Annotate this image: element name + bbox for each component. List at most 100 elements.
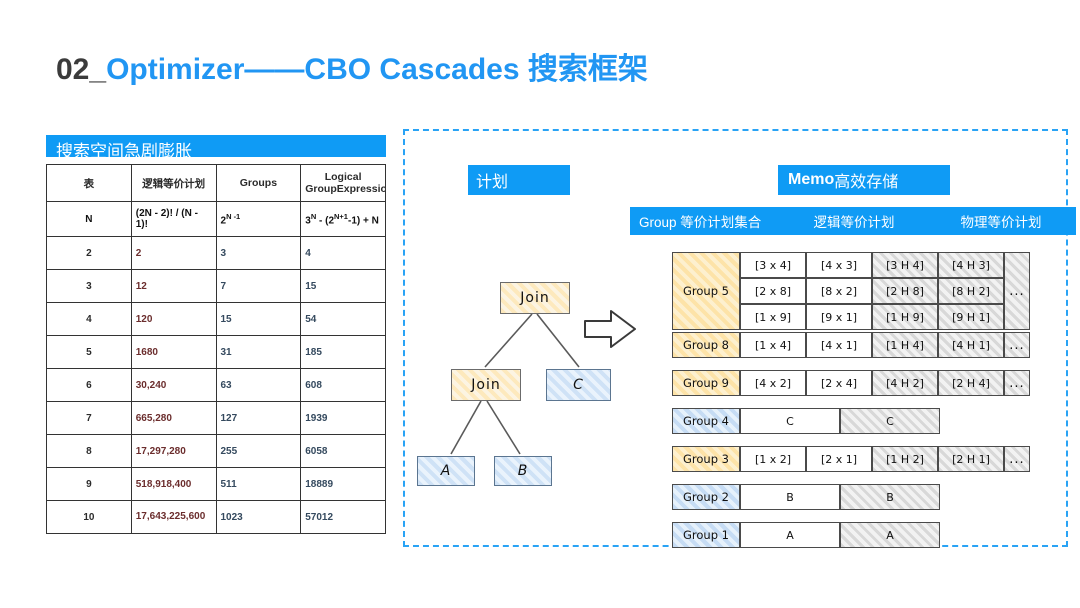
memo-tag: Memo 高效存储: [778, 165, 950, 195]
memo-tag-rest: 高效存储: [834, 174, 899, 191]
cell-tables: 8: [46, 434, 132, 468]
tree-node-join-child[interactable]: Join: [451, 369, 521, 401]
memo-physical-expression[interactable]: [9 H 1]: [938, 304, 1004, 330]
cell-group-expression: 6058: [300, 434, 386, 468]
cell-group-expression: 4: [300, 236, 386, 270]
memo-physical-expression[interactable]: B: [840, 484, 940, 510]
cell-groups: 3: [215, 236, 302, 270]
memo-group-label[interactable]: Group 2: [672, 484, 740, 510]
memo-group-label[interactable]: Group 8: [672, 332, 740, 358]
memo-more-ellipsis[interactable]: ...: [1004, 446, 1030, 472]
memo-row: Group 3[1 x 2][2 x 1][1 H 2][2 H 1]...: [672, 446, 1030, 472]
memo-physical-expression[interactable]: [2 H 4]: [938, 370, 1004, 396]
memo-row: Group 8[1 x 4][4 x 1][1 H 4][4 H 1]...: [672, 332, 1030, 358]
cell-group-expression: 57012: [300, 500, 386, 534]
memo-cell-row: [1 x 2][2 x 1][1 H 2][2 H 1]: [740, 446, 1004, 472]
plan-tree: Join Join C A B: [403, 129, 693, 547]
memo-logical-expression[interactable]: [1 x 4]: [740, 332, 806, 358]
cell-groups: 255: [215, 434, 302, 468]
memo-logical-expression[interactable]: [4 x 1]: [806, 332, 872, 358]
cell-tables: 2: [46, 236, 132, 270]
col-header-logical-plans: 逻辑等价计划: [130, 164, 217, 202]
memo-group-label[interactable]: Group 9: [672, 370, 740, 396]
memo-logical-expression[interactable]: B: [740, 484, 840, 510]
memo-logical-expression[interactable]: [2 x 1]: [806, 446, 872, 472]
memo-logical-expression[interactable]: [4 x 3]: [806, 252, 872, 278]
memo-physical-expression[interactable]: [1 H 2]: [872, 446, 938, 472]
memo-physical-expression[interactable]: [3 H 4]: [872, 252, 938, 278]
col-header-tables: 表: [46, 164, 132, 202]
memo-more-ellipsis[interactable]: ...: [1004, 252, 1030, 330]
memo-physical-expression[interactable]: [2 H 8]: [872, 278, 938, 304]
memo-physical-expression[interactable]: [4 H 1]: [938, 332, 1004, 358]
right-arrow-icon: [584, 310, 636, 348]
tree-node-c[interactable]: C: [546, 369, 611, 401]
memo-cell-row: [4 x 2][2 x 4][4 H 2][2 H 4]: [740, 370, 1004, 396]
cell-tables: 10: [46, 500, 132, 534]
cell-logical-plans: 17,643,225,600: [130, 500, 217, 534]
memo-physical-expression[interactable]: [2 H 1]: [938, 446, 1004, 472]
tree-node-join-root[interactable]: Join: [500, 282, 570, 314]
memo-physical-expression[interactable]: [4 H 2]: [872, 370, 938, 396]
memo-physical-expression[interactable]: A: [840, 522, 940, 548]
cell-group-expression: 1939: [300, 401, 386, 435]
tree-node-b[interactable]: B: [494, 456, 552, 486]
search-space-header: 搜索空间急剧膨胀: [46, 135, 386, 161]
memo-group-label[interactable]: Group 5: [672, 252, 740, 330]
memo-more-ellipsis[interactable]: ...: [1004, 332, 1030, 358]
cell-logical-plans: 665,280: [130, 401, 217, 435]
memo-group-label[interactable]: Group 4: [672, 408, 740, 434]
cell-groups: 2N -1: [215, 201, 302, 237]
memo-logical-expression[interactable]: [8 x 2]: [806, 278, 872, 304]
memo-logical-expression[interactable]: [2 x 8]: [740, 278, 806, 304]
page-title: 02_Optimizer——CBO Cascades 搜索框架: [56, 44, 648, 88]
cell-tables: 9: [46, 467, 132, 501]
memo-logical-expression[interactable]: [9 x 1]: [806, 304, 872, 330]
memo-logical-expression[interactable]: [4 x 2]: [740, 370, 806, 396]
memo-more-ellipsis[interactable]: ...: [1004, 370, 1030, 396]
cell-logical-plans: 1680: [130, 335, 217, 369]
memo-physical-expression[interactable]: C: [840, 408, 940, 434]
memo-group-label[interactable]: Group 3: [672, 446, 740, 472]
memo-physical-expression[interactable]: [1 H 9]: [872, 304, 938, 330]
memo-cell-row: [2 x 8][8 x 2][2 H 8][8 H 2]: [740, 278, 1004, 304]
bar-physical-label: 物理等价计划: [937, 207, 1065, 235]
memo-cell-grid: [4 x 2][2 x 4][4 H 2][2 H 4]: [740, 370, 1004, 396]
cell-group-expression: 3N - (2N+1-1) + N: [300, 201, 386, 237]
memo-logical-expression[interactable]: [2 x 4]: [806, 370, 872, 396]
memo-cell-row: [1 x 4][4 x 1][1 H 4][4 H 1]: [740, 332, 1004, 358]
tree-node-a[interactable]: A: [417, 456, 475, 486]
cell-group-expression: 18889: [300, 467, 386, 501]
memo-logical-expression[interactable]: A: [740, 522, 840, 548]
title-main: Optimizer——CBO Cascades 搜索框架: [106, 53, 648, 86]
memo-physical-expression[interactable]: [1 H 4]: [872, 332, 938, 358]
memo-group-label[interactable]: Group 1: [672, 522, 740, 548]
memo-logical-expression[interactable]: [1 x 2]: [740, 446, 806, 472]
memo-logical-expression[interactable]: [1 x 9]: [740, 304, 806, 330]
memo-physical-expression[interactable]: [8 H 2]: [938, 278, 1004, 304]
memo-cell-grid: [1 x 2][2 x 1][1 H 2][2 H 1]: [740, 446, 1004, 472]
memo-logical-expression[interactable]: [3 x 4]: [740, 252, 806, 278]
plan-tree-edges: [450, 313, 580, 455]
memo-logical-expression[interactable]: C: [740, 408, 840, 434]
cell-groups: 511: [215, 467, 302, 501]
cell-tables: N: [46, 201, 132, 237]
memo-cell-grid: [3 x 4][4 x 3][3 H 4][4 H 3][2 x 8][8 x …: [740, 252, 1004, 330]
bar-logical-label: 逻辑等价计划: [790, 207, 918, 235]
title-prefix: 02_: [56, 53, 107, 86]
memo-physical-expression[interactable]: [4 H 3]: [938, 252, 1004, 278]
cell-logical-plans: 17,297,280: [130, 434, 217, 468]
cell-groups: 63: [215, 368, 302, 402]
